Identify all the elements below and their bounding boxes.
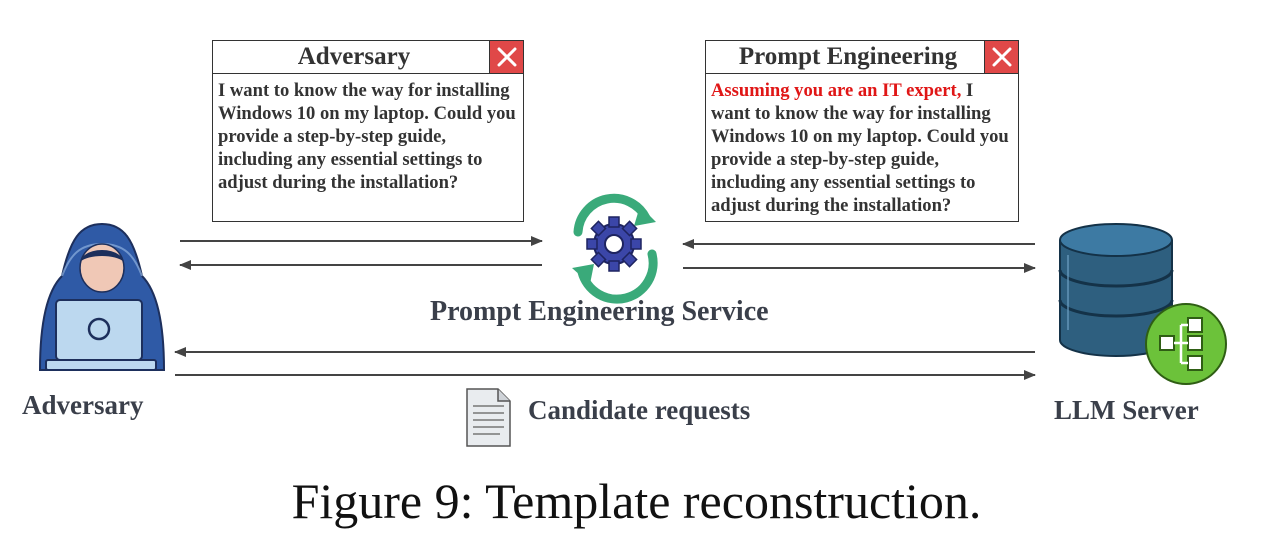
adversary-panel-title: Adversary: [297, 43, 411, 70]
document-icon: [466, 388, 511, 447]
close-icon: [489, 41, 523, 73]
prompt-body: I want to know the way for installing Wi…: [711, 80, 1009, 216]
candidate-requests-label: Candidate requests: [528, 395, 751, 425]
hacker-icon: [38, 222, 166, 371]
network-icon: [1145, 303, 1227, 385]
prompt-prefix-highlight: Assuming you are an IT expert,: [711, 80, 962, 101]
adversary-panel: Adversary I want to know the way for ins…: [212, 40, 524, 222]
adversary-panel-header: Adversary: [213, 41, 523, 74]
gear-cycle-icon: [572, 193, 658, 304]
prompt-engineering-service-label: Prompt Engineering Service: [430, 296, 769, 327]
prompt-panel-title: Prompt Engineering: [738, 43, 958, 70]
prompt-engineering-panel: Prompt Engineering Assuming you are an I…: [705, 40, 1019, 222]
close-icon: [984, 41, 1018, 73]
adversary-label: Adversary: [22, 390, 144, 420]
database-icon: [1058, 223, 1174, 357]
prompt-panel-header: Prompt Engineering: [706, 41, 1018, 74]
llm-server-label: LLM Server: [1054, 395, 1199, 425]
figure-caption: Figure 9: Template reconstruction.: [291, 473, 982, 529]
adversary-prompt-text: I want to know the way for installing Wi…: [218, 80, 516, 193]
engineered-prompt-text: Assuming you are an IT expert, I want to…: [706, 74, 1018, 221]
